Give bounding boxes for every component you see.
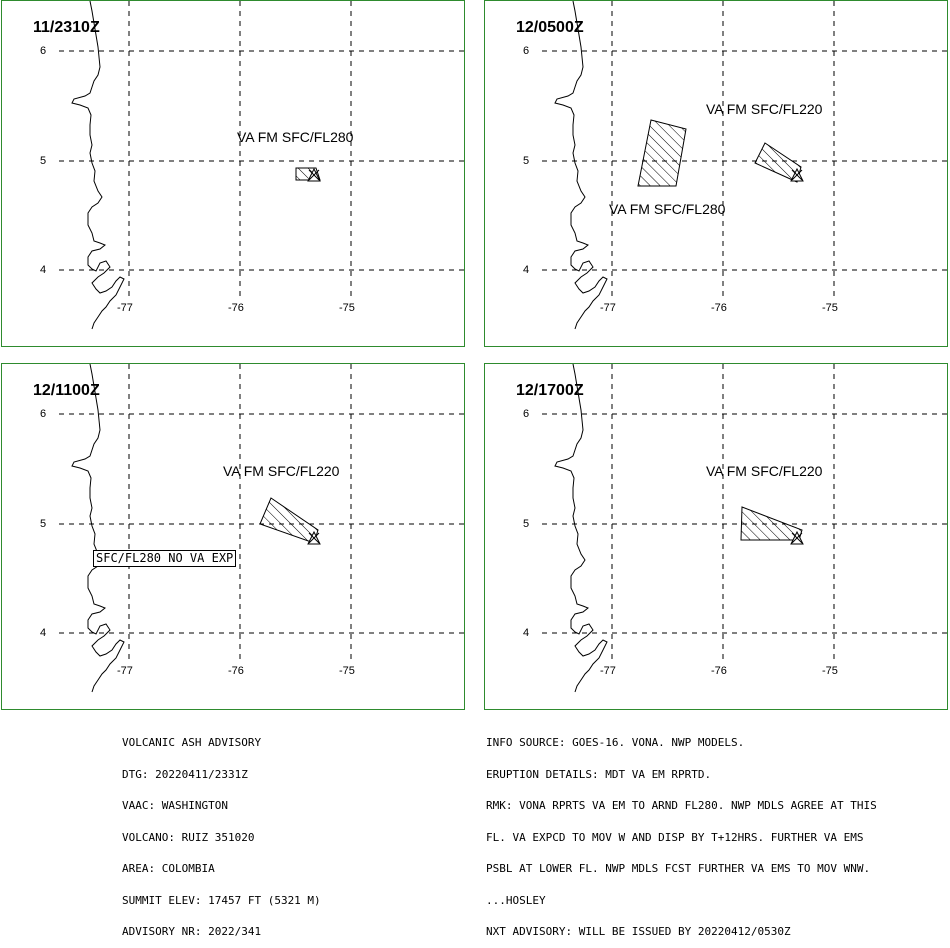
advisory-right: INFO SOURCE: GOES-16. VONA. NWP MODELS. …: [486, 717, 877, 948]
advisory-line: DTG: 20220411/2331Z: [122, 767, 248, 781]
advisory-line: PSBL AT LOWER FL. NWP MDLS FCST FURTHER …: [486, 862, 871, 875]
panel-title: 12/0500Z: [516, 19, 584, 36]
advisory-line: RMK: VONA RPRTS VA EM TO ARND FL280. NWP…: [486, 799, 877, 812]
ash-label: VA FM SFC/FL220: [223, 463, 340, 479]
lat-tick: 6: [40, 45, 47, 57]
lat-tick: 4: [40, 264, 47, 276]
lon-tick: -75: [339, 302, 355, 314]
map-panel-1: 11/2310Z VA FM SFC/FL280 6 5 4 -77 -76 -…: [1, 0, 465, 347]
ash-label: VA FM SFC/FL220: [706, 463, 823, 479]
ash-area: [637, 119, 687, 187]
map-canvas: [59, 364, 464, 693]
ash-label: VA FM SFC/FL280: [237, 129, 354, 145]
lat-tick: 6: [40, 408, 47, 420]
lon-tick: -76: [228, 665, 244, 677]
ash-label: VA FM SFC/FL280: [609, 201, 726, 217]
lon-tick: -75: [822, 665, 838, 677]
lat-tick: 4: [40, 627, 47, 639]
advisory-line: VOLCANIC ASH ADVISORY: [122, 736, 262, 749]
map-canvas: [542, 364, 947, 693]
advisory-line: SUMMIT ELEV: 17457 FT (5321 M): [122, 893, 321, 907]
lat-tick: 5: [40, 155, 47, 167]
map-panel-2: 12/0500Z VA FM SFC/FL220 VA FM SFC/FL280…: [484, 0, 948, 347]
no-va-box: SFC/FL280 NO VA EXP: [93, 550, 237, 567]
advisory-line: FL. VA EXPCD TO MOV W AND DISP BY T+12HR…: [486, 830, 864, 844]
ash-area: [259, 497, 319, 544]
lon-tick: -77: [117, 302, 133, 314]
advisory-line: ERUPTION DETAILS: MDT VA EM RPRTD.: [486, 767, 712, 781]
map-canvas: [542, 1, 947, 330]
lat-tick: 6: [523, 408, 530, 420]
lat-tick: 5: [40, 518, 47, 530]
advisory-left: VOLCANIC ASH ADVISORY DTG: 20220411/2331…: [122, 717, 321, 948]
map-panel-4: 12/1700Z VA FM SFC/FL220 6 5 4 -77 -76 -…: [484, 363, 948, 710]
advisory-line: ...HOSLEY: [486, 893, 546, 907]
graticule: [59, 364, 464, 664]
lat-tick: 5: [523, 155, 530, 167]
advisory-line: VOLCANO: RUIZ 351020: [122, 830, 255, 844]
panel-title: 12/1700Z: [516, 382, 584, 399]
volcano-icon: [307, 530, 321, 545]
lon-tick: -76: [711, 665, 727, 677]
graticule: [59, 1, 464, 301]
volcano-icon: [790, 167, 804, 182]
lon-tick: -77: [117, 665, 133, 677]
lon-tick: -77: [600, 665, 616, 677]
panel-title: 11/2310Z: [33, 19, 100, 36]
advisory-line: INFO SOURCE: GOES-16. VONA. NWP MODELS.: [486, 736, 745, 749]
lon-tick: -77: [600, 302, 616, 314]
map-panel-3: 12/1100Z VA FM SFC/FL220 SFC/FL280 NO VA…: [1, 363, 465, 710]
lon-tick: -75: [339, 665, 355, 677]
panel-title: 12/1100Z: [33, 382, 100, 399]
advisory-line: NXT ADVISORY: WILL BE ISSUED BY 20220412…: [486, 925, 791, 938]
lon-tick: -76: [228, 302, 244, 314]
lat-tick: 5: [523, 518, 530, 530]
advisory-line: ADVISORY NR: 2022/341: [122, 925, 262, 938]
volcano-icon: [307, 167, 321, 182]
volcano-icon: [790, 530, 804, 545]
lat-tick: 4: [523, 627, 530, 639]
map-canvas: [59, 1, 464, 330]
ash-label: VA FM SFC/FL220: [706, 101, 823, 117]
advisory-line: AREA: COLOMBIA: [122, 862, 215, 875]
lat-tick: 4: [523, 264, 530, 276]
lat-tick: 6: [523, 45, 530, 57]
ash-area: [754, 142, 802, 183]
lon-tick: -76: [711, 302, 727, 314]
graticule: [542, 1, 947, 301]
lon-tick: -75: [822, 302, 838, 314]
advisory-line: VAAC: WASHINGTON: [122, 799, 228, 812]
